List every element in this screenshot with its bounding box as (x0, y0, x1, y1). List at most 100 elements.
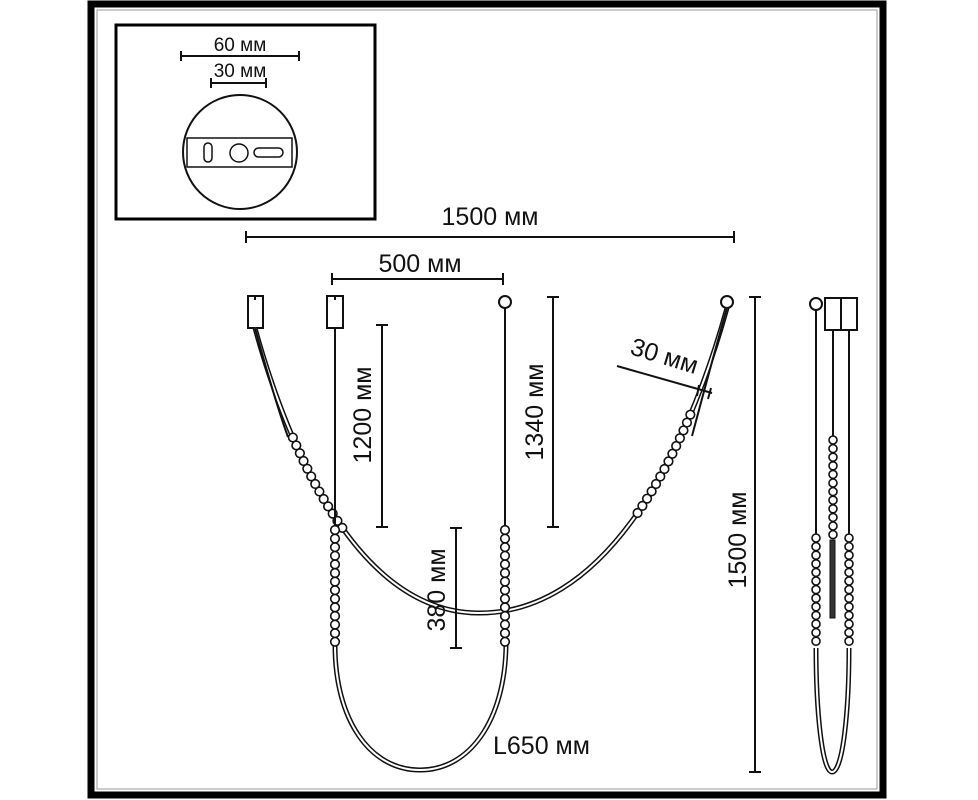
drop-1200-label: 1200 мм (349, 367, 377, 464)
canopy-inset: 60 мм 30 мм (114, 23, 377, 221)
bead (685, 409, 696, 420)
bead (844, 541, 854, 552)
side-view (809, 297, 858, 775)
bead (811, 636, 821, 647)
loop-beads (329, 524, 511, 647)
side-center-tube (829, 539, 836, 619)
plate-width-dimension-line (210, 78, 267, 88)
bead (811, 533, 821, 543)
bead (811, 593, 821, 604)
bead (828, 469, 838, 480)
loop-tube (332, 644, 509, 773)
side-loop-tube (813, 647, 852, 775)
bead (637, 500, 648, 511)
bead (811, 627, 821, 638)
bead (650, 478, 662, 490)
bead (499, 533, 511, 544)
bead (306, 471, 317, 482)
bead (811, 610, 821, 621)
total-width-label: 1500 мм (442, 203, 539, 231)
bead (499, 559, 511, 570)
center-hole (229, 143, 249, 163)
side-beads (811, 435, 854, 647)
bead (499, 602, 511, 613)
total-height-label: 1500 мм (724, 492, 752, 589)
bead (844, 601, 854, 612)
total-width-dimension-line (245, 231, 735, 243)
bead (329, 533, 341, 544)
horizontal-slot (253, 147, 284, 158)
bead (499, 628, 511, 639)
bead (844, 558, 854, 569)
bead (310, 478, 321, 490)
bead (329, 542, 341, 553)
bead (663, 456, 674, 467)
bead (828, 503, 838, 514)
bead (828, 452, 838, 463)
bead (499, 542, 511, 553)
bead (329, 593, 341, 604)
bead (828, 486, 838, 497)
loop-height-label: 380 мм (423, 548, 451, 631)
inset-frame (114, 23, 377, 221)
outer-frame-inner-line (96, 9, 878, 790)
bead (844, 533, 854, 543)
bead (844, 619, 854, 629)
bead (329, 628, 341, 639)
ball-cap-center (498, 295, 512, 309)
bead (318, 493, 329, 505)
bead (828, 435, 838, 445)
bead (811, 584, 821, 595)
bead (329, 610, 341, 622)
bead (844, 610, 854, 621)
bead (844, 567, 854, 578)
bead (499, 585, 511, 596)
ball-cap-right (720, 295, 734, 309)
bead (499, 550, 511, 561)
bead (659, 463, 670, 475)
bead (828, 512, 838, 523)
bead (499, 524, 511, 536)
bead (811, 567, 821, 578)
plate-width-label: 30 мм (214, 61, 267, 82)
loop-length-label: L650 мм (493, 732, 590, 760)
drop-1340-dimension-line (547, 296, 559, 528)
mounting-plate (186, 137, 293, 168)
spacing-dimension-line (331, 273, 504, 285)
diameter-leader-line (616, 365, 713, 400)
bead (828, 443, 838, 454)
bead (632, 507, 643, 519)
bead (302, 463, 313, 474)
bead (499, 567, 511, 579)
bead (323, 501, 334, 512)
bead (329, 576, 341, 587)
canopy-circle (182, 94, 298, 210)
spacing-label: 500 мм (378, 250, 461, 278)
bead (499, 593, 511, 604)
loop-height-dimension-line (450, 527, 462, 649)
bead (828, 495, 838, 506)
bead (828, 460, 838, 471)
canopy-diameter-label: 60 мм (214, 35, 267, 56)
bead (811, 558, 821, 569)
bead (641, 493, 653, 504)
side-loop-tube-inner (815, 647, 850, 774)
side-ball-cap (809, 297, 823, 311)
bead (646, 486, 657, 497)
bead (329, 567, 341, 579)
bead (811, 601, 821, 612)
bead (499, 636, 511, 647)
bead (844, 593, 854, 604)
bead (329, 550, 341, 561)
bead (667, 448, 678, 459)
bead (329, 585, 341, 596)
bead (811, 541, 821, 552)
bead (844, 550, 854, 561)
bead (329, 636, 341, 647)
bead (828, 521, 838, 531)
bead (314, 486, 325, 497)
bead (844, 636, 854, 647)
vertical-slot (203, 142, 213, 163)
drop-1340-label: 1340 мм (521, 364, 549, 461)
total-height-dimension-line (749, 296, 761, 773)
